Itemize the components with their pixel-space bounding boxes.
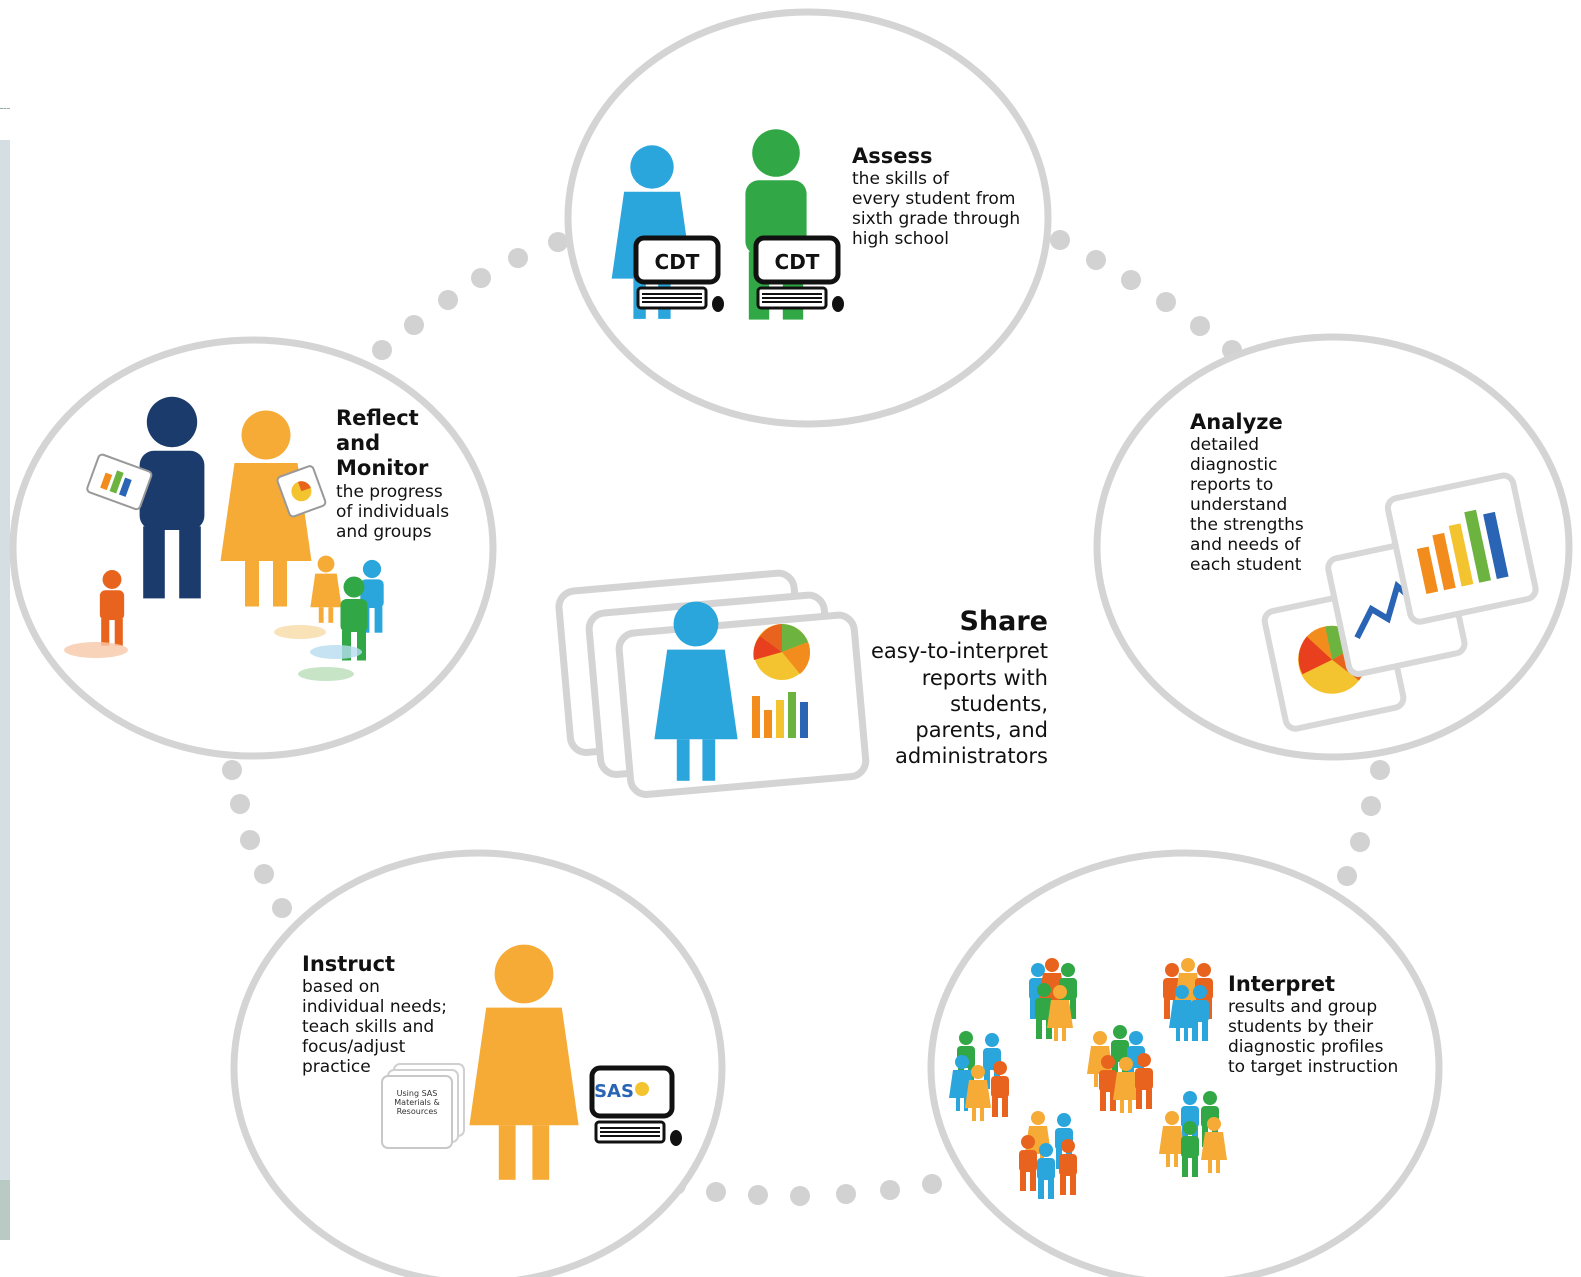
analyze-line: understand <box>1190 495 1288 516</box>
analyze-label: Analyze detailed diagnostic reports to u… <box>1190 410 1304 576</box>
interpret-circle <box>927 849 1443 1277</box>
share-line: easy-to-interpret <box>870 639 1048 664</box>
instruct-book-line: Materials & <box>394 1097 440 1107</box>
interpret-line: results and group <box>1228 997 1378 1018</box>
share-line: parents, and <box>915 718 1048 743</box>
left-edge-accent <box>0 1180 10 1240</box>
reflect-line: of individuals <box>336 501 450 522</box>
assess-cdt-label-2: CDT <box>775 250 820 274</box>
analyze-line: detailed <box>1190 435 1260 456</box>
share-label: Share easy-to-interpret reports with stu… <box>850 606 1048 770</box>
analyze-line: the strengths <box>1190 515 1304 536</box>
assess-line: high school <box>852 229 949 250</box>
interpret-line: to target instruction <box>1228 1057 1399 1078</box>
instruct-line: teach skills and <box>302 1017 435 1038</box>
left-edge-dash <box>0 108 10 109</box>
assess-circle <box>564 8 1052 428</box>
instruct-title: Instruct <box>302 952 396 976</box>
reflect-title-line: Reflect <box>336 406 419 430</box>
instruct-materials-icon <box>381 1063 465 1149</box>
connector-dots <box>222 230 1390 1206</box>
analyze-line: reports to <box>1190 475 1274 496</box>
assess-line: the skills of <box>852 169 949 190</box>
analyze-reports-icon <box>1261 472 1539 732</box>
analyze-line: each student <box>1190 555 1302 576</box>
share-line: administrators <box>895 744 1048 769</box>
instruct-computer-icon <box>589 1065 682 1146</box>
share-reports-icon <box>555 569 870 798</box>
assess-line: sixth grade through <box>852 209 1021 230</box>
reflect-title-line: Monitor <box>336 456 429 481</box>
instruct-line: practice <box>302 1057 371 1078</box>
reflect-label: Reflect and Monitor the progress of indi… <box>336 406 449 542</box>
left-edge-bar <box>0 140 10 1240</box>
assess-cdt-label-1: CDT <box>655 250 700 274</box>
reflect-people-icon <box>64 396 384 681</box>
analyze-title: Analyze <box>1190 410 1283 434</box>
instruct-book-line: Using SAS <box>396 1089 438 1098</box>
instruct-sas-label: SAS <box>594 1081 634 1102</box>
share-line: students, <box>950 691 1048 716</box>
instruct-line: based on <box>302 977 380 998</box>
analyze-line: diagnostic <box>1190 455 1278 476</box>
instruct-line: focus/adjust <box>302 1037 406 1058</box>
interpret-label: Interpret results and group students by … <box>1228 972 1398 1077</box>
reflect-line: and groups <box>336 521 432 542</box>
interpret-title: Interpret <box>1228 972 1336 996</box>
assess-title: Assess <box>852 144 933 168</box>
assess-computer-icon-2 <box>753 235 844 312</box>
assess-line: every student from <box>852 189 1016 210</box>
instruct-book-label: Using SAS Materials & Resources <box>384 1089 450 1116</box>
reflect-line: the progress <box>336 481 443 502</box>
share-title: Share <box>959 606 1048 637</box>
instruct-line: individual needs; <box>302 997 447 1018</box>
assess-computer-icon-1 <box>633 235 724 312</box>
interpret-line: diagnostic profiles <box>1228 1037 1384 1058</box>
interpret-line: students by their <box>1228 1017 1374 1038</box>
assess-label: Assess the skills of every student from … <box>852 144 1020 249</box>
instruct-label: Instruct based on individual needs; teac… <box>302 952 447 1077</box>
share-line: reports with <box>921 665 1048 690</box>
analyze-line: and needs of <box>1190 535 1301 556</box>
reflect-title-line: and <box>336 431 381 456</box>
instruct-book-line: Resources <box>396 1106 438 1116</box>
